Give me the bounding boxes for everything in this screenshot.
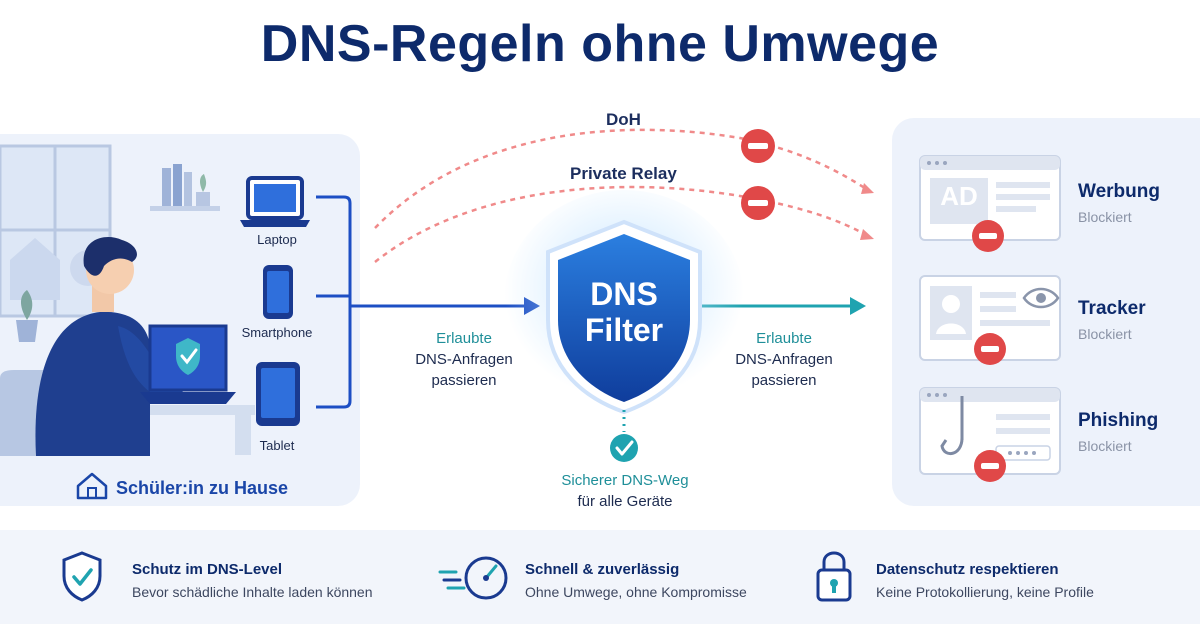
home-label: Schüler:in zu Hause (116, 478, 289, 498)
device-label-laptop: Laptop (257, 232, 297, 247)
blocked-icon (741, 186, 775, 220)
allowed-flow-in-label: Erlaubte DNS-Anfragen passieren (415, 330, 513, 389)
blocked-icon (972, 220, 1004, 252)
blocked-icon (741, 129, 775, 163)
safe-path-label: Sicherer DNS-Weg für alle Geräte (561, 472, 689, 510)
features-bar (0, 530, 1200, 624)
threat-phishing: Phishing Blockiert (1078, 410, 1159, 454)
page-title: DNS-Regeln ohne Umwege (260, 15, 940, 73)
house-icon (76, 472, 108, 500)
desk (90, 405, 255, 415)
check-icon (610, 434, 638, 462)
shelf-illustration (150, 164, 220, 211)
allowed-flow-out-label: Erlaubte DNS-Anfragen passieren (735, 330, 833, 389)
padlock-icon (816, 551, 852, 602)
window-illustration (0, 144, 112, 318)
feature-dns-level: Schutz im DNS-Level Bevor schädliche Inh… (132, 561, 373, 600)
student-laptop-illustration (140, 324, 236, 404)
smartphone-icon (263, 265, 293, 319)
threat-werbung: Werbung Blockiert (1078, 181, 1160, 225)
ad-window-icon (919, 155, 1061, 241)
plant-illustration (16, 290, 38, 342)
device-label-tablet: Tablet (259, 438, 295, 453)
device-bracket (316, 195, 352, 409)
device-label-smartphone: Smartphone (241, 325, 313, 340)
blocked-icon (974, 333, 1006, 365)
dns-filter-label: DNS Filter (584, 276, 664, 348)
laptop-icon (240, 176, 310, 227)
ad-badge: AD (940, 181, 978, 211)
threat-tracker: Tracker Blockiert (1078, 298, 1146, 342)
tablet-icon (256, 362, 300, 426)
speedometer-icon (438, 556, 508, 600)
feature-fast-reliable: Schnell & zuverlässig Ohne Umwege, ohne … (525, 561, 747, 600)
private-relay-route-line (374, 185, 869, 263)
feature-privacy: Datenschutz respektieren Keine Protokoll… (876, 561, 1094, 600)
blocked-icon (974, 450, 1006, 482)
doh-route-label: DoH (606, 110, 641, 129)
private-relay-route-label: Private Relay (570, 164, 677, 183)
shield-check-icon (62, 551, 102, 602)
shield-icon (546, 219, 702, 415)
